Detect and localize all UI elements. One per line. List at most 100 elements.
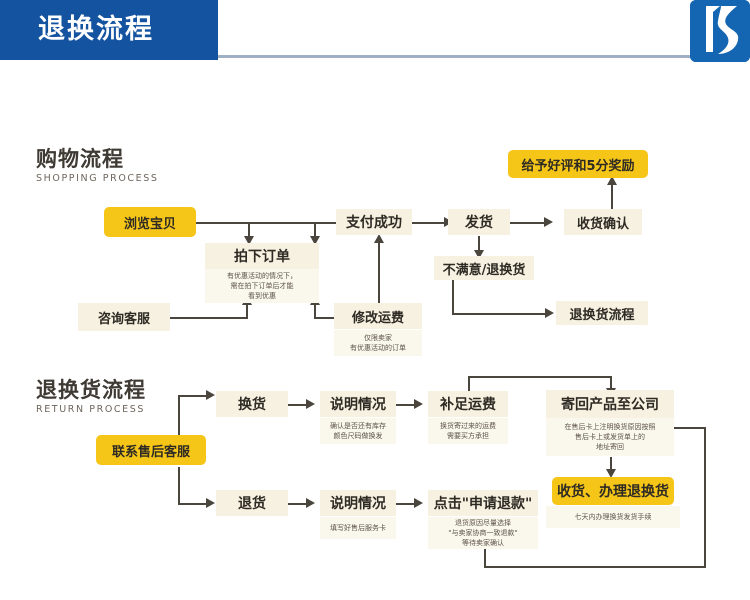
arrowhead-explain-to-freight — [414, 399, 423, 409]
arrowhead-confirm-to-reward — [607, 176, 617, 185]
node-refund-explain-label: 说明情况 — [330, 496, 386, 512]
connector-explain-to-freight — [396, 404, 418, 406]
connector-to-pay — [314, 222, 336, 224]
connector-order-left-down — [248, 222, 250, 237]
connector-contact-up — [178, 395, 180, 452]
connector-pay-to-ship — [412, 222, 448, 224]
node-refund-label: 退货 — [238, 496, 266, 512]
node-send-back-to-company[interactable]: 寄回产品至公司 — [546, 390, 674, 418]
section-title-shopping-cn: 购物流程 — [36, 147, 124, 171]
header-blue-block — [0, 0, 218, 60]
connector-apply-right — [484, 566, 706, 568]
node-receive-and-handle[interactable]: 收货、办理退换货 — [552, 477, 674, 505]
section-title-return-en: RETURN PROCESS — [36, 404, 145, 415]
node-dissatisfied-return[interactable]: 不满意/退换货 — [434, 256, 534, 280]
arrowhead-dissatisfied-to-returnflow — [545, 308, 554, 318]
note-place-order-line3: 看到优惠 — [248, 292, 276, 300]
arrowhead-sendback-to-receive — [606, 469, 616, 478]
note-make-up-freight: 换货寄过来的运费 需要买方承担 — [428, 418, 508, 444]
note-send-back-line1: 在售后卡上注明换货原因按照 — [564, 423, 656, 431]
section-title-shopping-en: SHOPPING PROCESS — [36, 173, 159, 184]
connector-freight-up — [314, 302, 316, 318]
node-exchange[interactable]: 换货 — [216, 391, 288, 417]
node-exchange-explain[interactable]: 说明情况 — [320, 391, 396, 417]
connector-contact-to-refund — [178, 503, 210, 505]
brand-logo-icon — [690, 0, 750, 62]
node-send-back-to-company-label: 寄回产品至公司 — [561, 397, 659, 413]
connector-freight-to-pay — [378, 240, 380, 304]
connector-apply-up — [704, 427, 706, 567]
note-modify-freight: 仅限卖家 有优惠活动的订单 — [334, 330, 422, 356]
node-modify-freight[interactable]: 修改运费 — [334, 303, 422, 329]
node-browse-product[interactable]: 浏览宝贝 — [104, 207, 196, 237]
node-receive-and-handle-label: 收货、办理退换货 — [557, 484, 669, 500]
page-title: 退换流程 — [38, 14, 154, 45]
note-send-back-line3: 地址寄回 — [596, 443, 624, 451]
node-refund[interactable]: 退货 — [216, 490, 288, 516]
note-receive-and-handle-line1: 七天内办理换货发货手续 — [574, 513, 652, 521]
node-exchange-explain-label: 说明情况 — [330, 397, 386, 413]
node-browse-product-label: 浏览宝贝 — [123, 216, 176, 232]
note-modify-freight-line2: 有优惠活动的订单 — [350, 344, 406, 352]
connector-explain-to-apply — [396, 503, 418, 505]
node-place-order-label: 拍下订单 — [234, 249, 290, 265]
node-good-review-reward[interactable]: 给予好评和5分奖励 — [508, 150, 648, 178]
note-apply-refund-line1: 退货原因尽量选择 — [454, 519, 511, 527]
node-good-review-reward-label: 给予好评和5分奖励 — [521, 158, 635, 174]
node-contact-after-sales-label: 联系售后客服 — [111, 444, 190, 460]
connector-freight-up2 — [468, 376, 470, 398]
note-make-up-freight-line2: 需要买方承担 — [447, 432, 489, 440]
connector-sendback-down — [610, 376, 612, 390]
note-apply-refund-line2: "与卖家协商一致退款" — [448, 529, 518, 537]
node-shipped[interactable]: 发货 — [448, 209, 510, 235]
node-pay-success[interactable]: 支付成功 — [336, 209, 412, 235]
node-return-flow-link[interactable]: 退换货流程 — [556, 301, 648, 325]
note-place-order-line1: 有优惠活动的情况下， — [227, 272, 297, 280]
header-divider — [218, 55, 700, 58]
connector-sendback-to-receive — [610, 457, 612, 471]
node-consult-service-label: 咨询客服 — [97, 311, 150, 327]
connector-confirm-to-reward — [611, 182, 613, 210]
node-confirm-receipt[interactable]: 收货确认 — [564, 209, 642, 235]
note-place-order-line2: 需在拍下订单后才能 — [230, 282, 294, 290]
section-title-return-cn: 退换货流程 — [36, 378, 146, 402]
connector-freight-to-sendback — [468, 376, 612, 378]
node-return-flow-link-label: 退换货流程 — [569, 307, 635, 323]
arrowhead-ship-to-confirm — [544, 217, 553, 227]
node-consult-service[interactable]: 咨询客服 — [78, 303, 170, 331]
connector-apply-down — [484, 546, 486, 568]
node-apply-refund[interactable]: 点击"申请退款" — [428, 490, 538, 516]
section-title-shopping: 购物流程 SHOPPING PROCESS — [36, 147, 159, 186]
node-make-up-freight-label: 补足运费 — [440, 397, 496, 413]
arrowhead-freight-to-pay — [374, 234, 384, 243]
note-refund-explain-line1: 填写好售后服务卡 — [330, 524, 386, 532]
connector-ship-to-confirm — [510, 222, 548, 224]
arrowhead-refund-to-explain — [306, 498, 315, 508]
note-exchange-explain-line2: 颜色尺码做换发 — [333, 432, 383, 440]
arrowhead-contact-to-exchange — [206, 390, 215, 400]
arrowhead-order-left — [244, 236, 254, 245]
node-make-up-freight[interactable]: 补足运费 — [428, 391, 508, 417]
section-title-return: 退换货流程 RETURN PROCESS — [36, 378, 146, 417]
connector-browse-down — [314, 222, 316, 237]
connector-contact-down — [178, 467, 180, 505]
node-place-order[interactable]: 拍下订单 — [205, 243, 319, 269]
node-exchange-label: 换货 — [238, 397, 266, 413]
note-place-order: 有优惠活动的情况下， 需在拍下订单后才能 看到优惠 — [205, 269, 319, 303]
connector-refund-to-explain — [288, 503, 310, 505]
connector-consult-up — [246, 302, 248, 318]
node-apply-refund-label: 点击"申请退款" — [433, 496, 533, 512]
note-modify-freight-line1: 仅限卖家 — [364, 334, 392, 342]
connector-consult-right — [170, 317, 248, 319]
node-confirm-receipt-label: 收货确认 — [576, 216, 629, 232]
node-modify-freight-label: 修改运费 — [351, 310, 404, 326]
arrowhead-contact-to-refund — [206, 498, 215, 508]
node-contact-after-sales[interactable]: 联系售后客服 — [96, 435, 206, 465]
arrowhead-explain-to-apply — [414, 498, 423, 508]
note-exchange-explain: 确认是否还有库存 颜色尺码做换发 — [320, 418, 396, 444]
note-exchange-explain-line1: 确认是否还有库存 — [330, 422, 386, 430]
node-refund-explain[interactable]: 说明情况 — [320, 490, 396, 516]
note-apply-refund: 退货原因尽量选择 "与卖家协商一致退款" 等待卖家确认 — [428, 517, 538, 549]
node-pay-success-label: 支付成功 — [346, 215, 402, 231]
connector-dissatisfied-down — [452, 278, 454, 314]
